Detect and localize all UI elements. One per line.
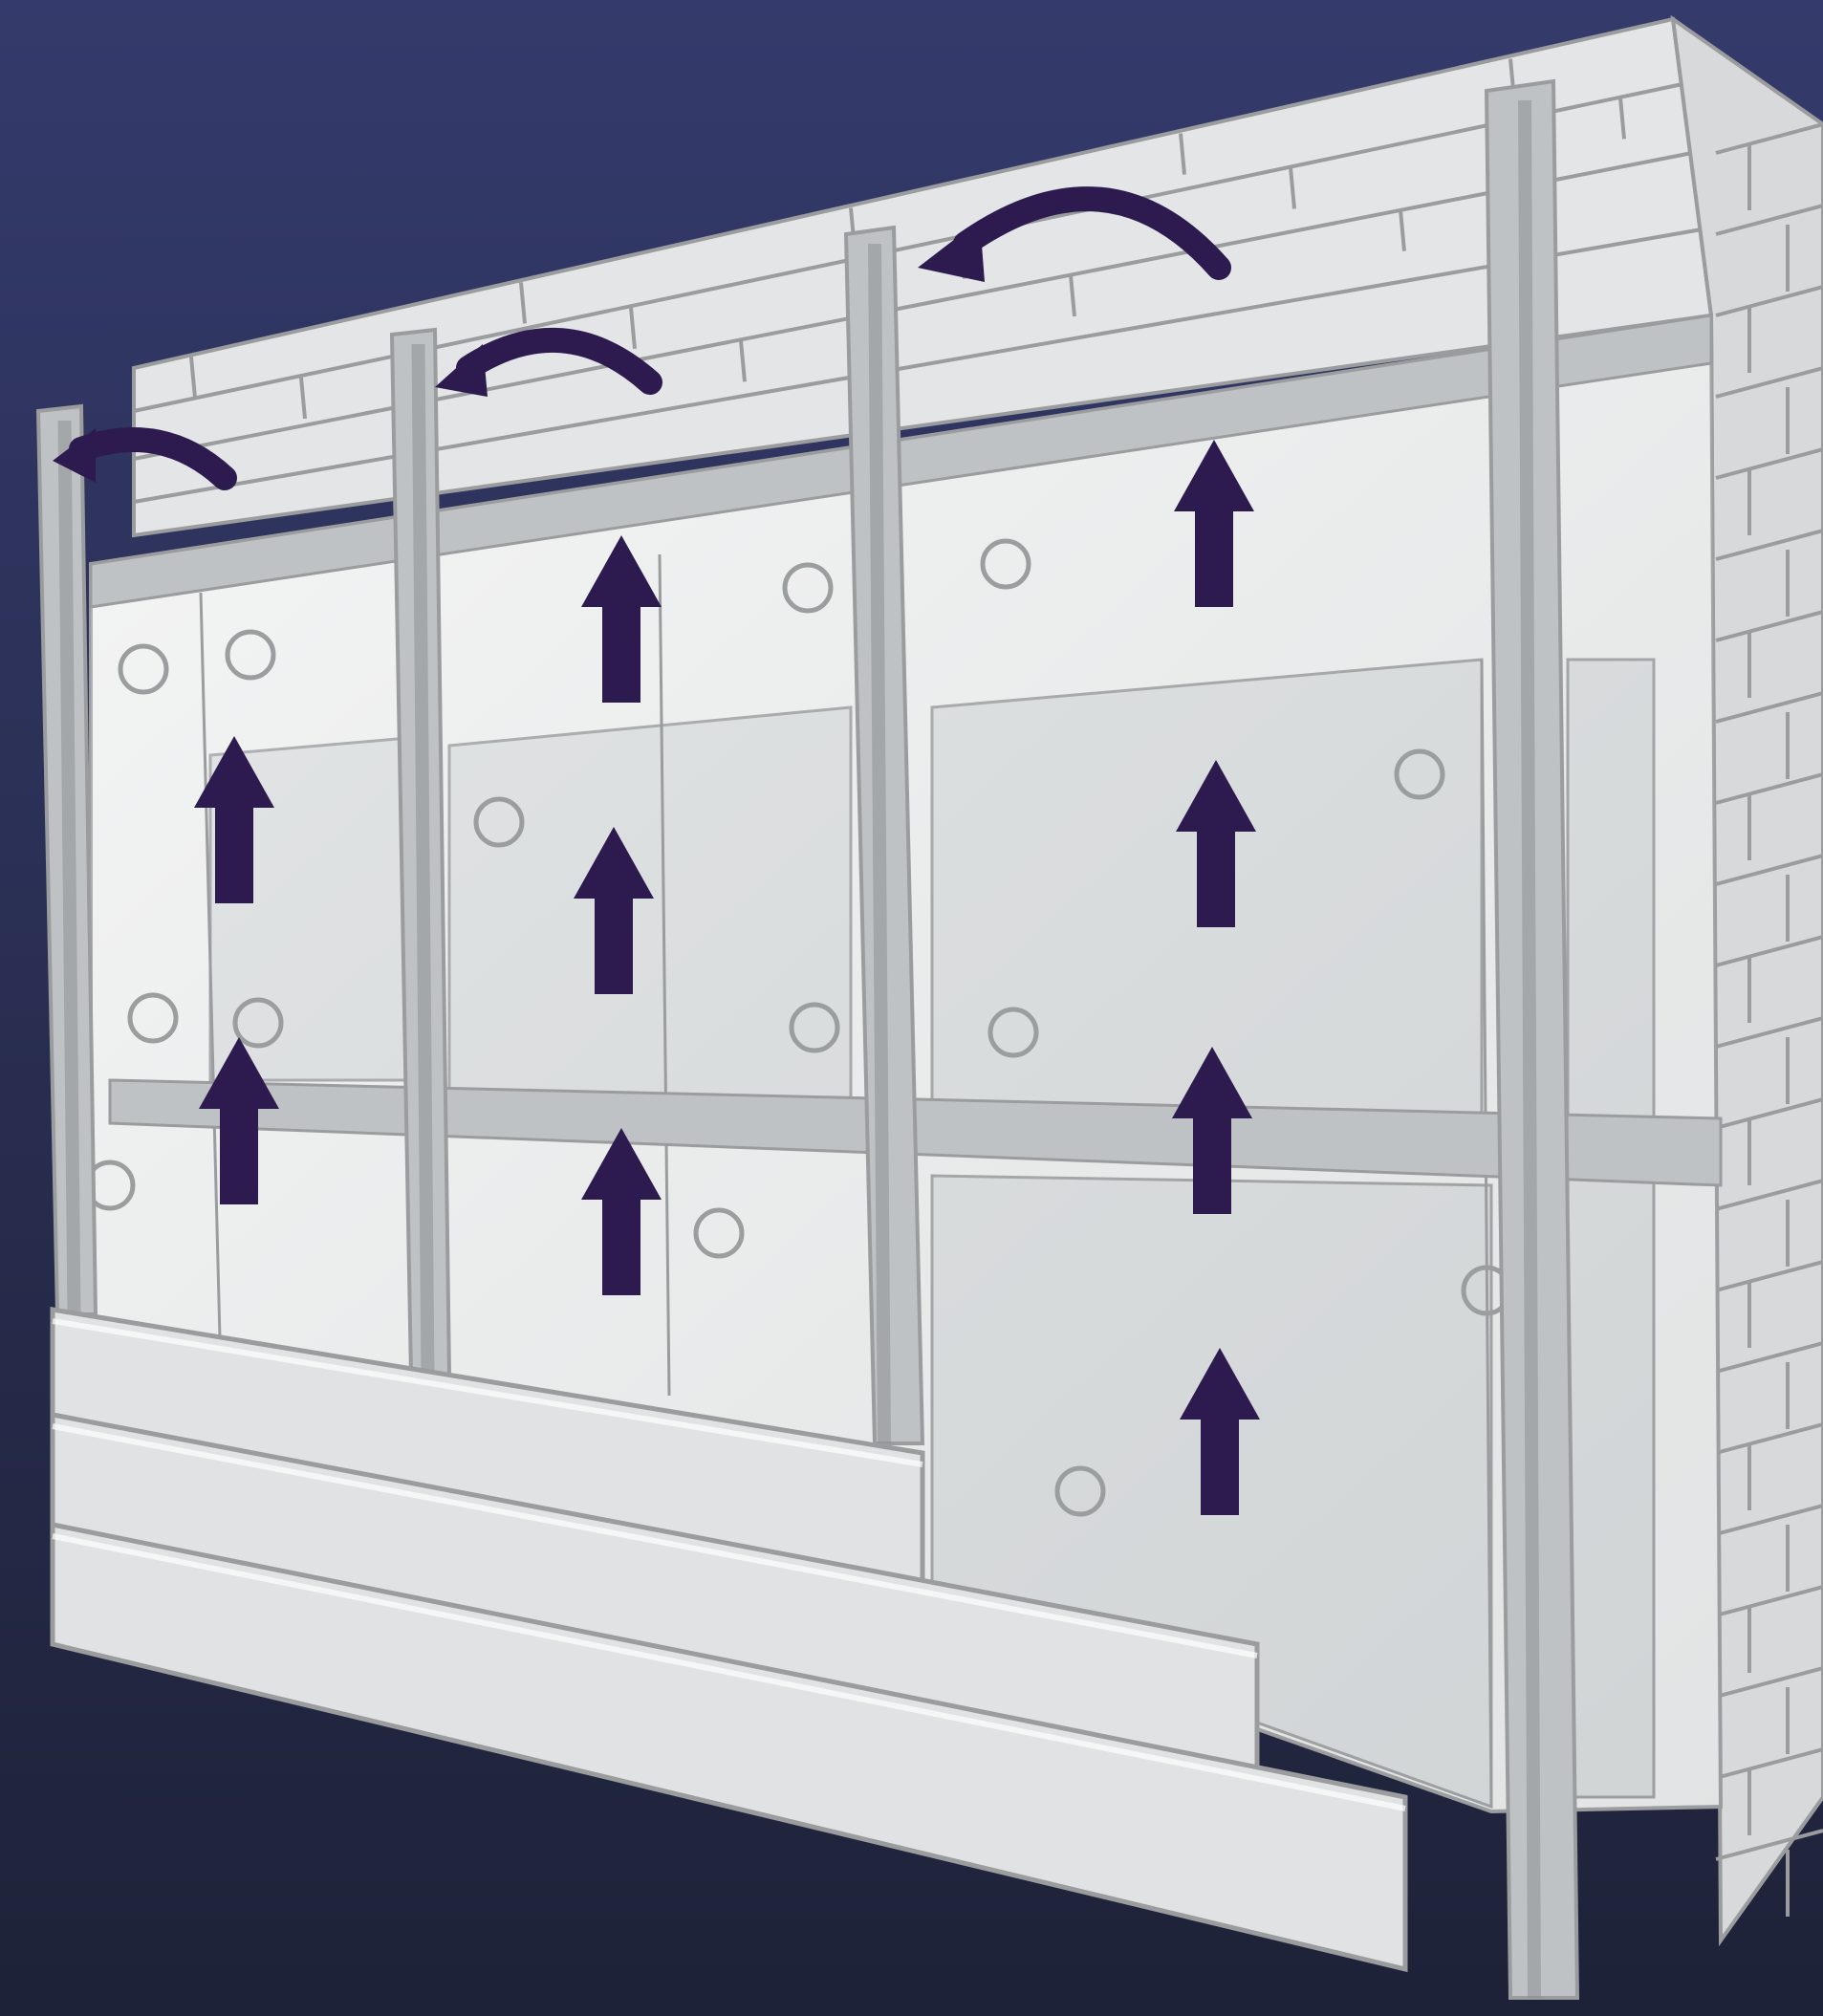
profile-shadow <box>875 244 884 1443</box>
profile-shadow <box>1525 100 1534 1998</box>
profile-shadow <box>65 421 75 1314</box>
profile-shadow <box>419 344 428 1377</box>
